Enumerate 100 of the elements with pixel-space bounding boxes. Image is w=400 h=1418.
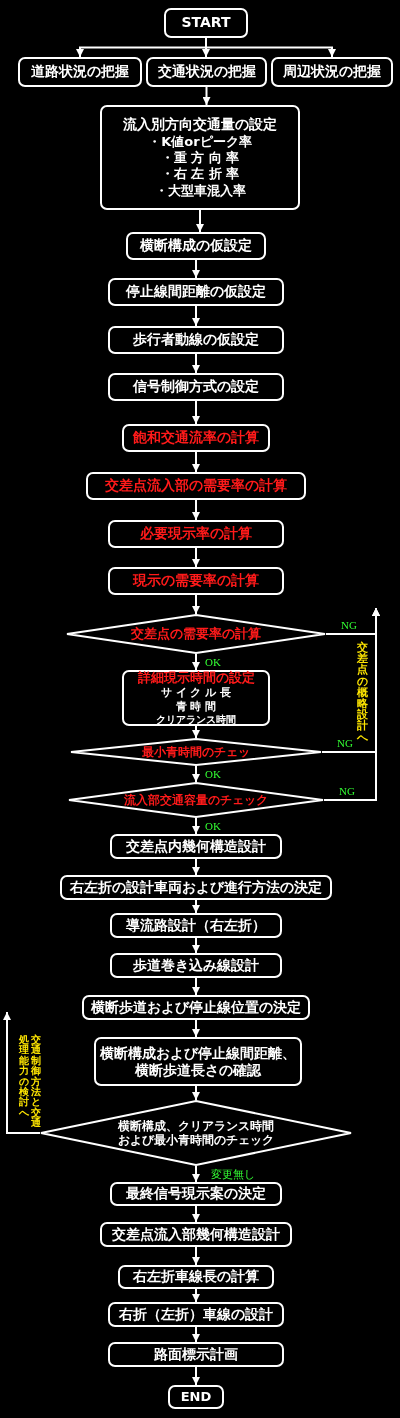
box-title: START (181, 14, 231, 32)
box-title: 交差点流入部幾何構造設計 (112, 1225, 280, 1244)
process-box (86, 472, 306, 500)
process-box (108, 520, 284, 548)
process-box (110, 953, 282, 978)
process-box (100, 1222, 292, 1247)
process-box (110, 913, 282, 938)
arrow (192, 653, 200, 671)
box-title: 右左折の設計車両および進行方法の決定 (70, 878, 322, 897)
box-title: 最小青時間のチェッ (142, 744, 250, 760)
decision-diamond (68, 782, 324, 818)
arrow (323, 607, 380, 801)
arrow (192, 1019, 200, 1038)
arrow (192, 305, 200, 327)
process-box (82, 995, 310, 1020)
box-text: 青 時 間 (175, 699, 217, 714)
process-box (110, 1182, 282, 1206)
box-title: 現示の需要率の計算 (133, 572, 259, 590)
arrow (192, 899, 200, 914)
box-title: 流入部交通容量のチェック (124, 792, 268, 808)
box-title: 横断構成および停止線間距離、横断歩道長さの確認 (99, 1044, 297, 1079)
box-title: 道路状況の把握 (31, 63, 129, 81)
process-box (126, 232, 266, 260)
arrow (3, 1011, 41, 1134)
arrow (192, 353, 200, 374)
box-text: ・大型車混入率 (154, 182, 246, 199)
process-box (100, 105, 300, 210)
edge-label: OK (204, 768, 222, 781)
edge-label: NG (338, 785, 356, 798)
box-title: 最終信号現示案の決定 (126, 1185, 266, 1203)
process-box (94, 1037, 302, 1086)
arrow (192, 725, 200, 739)
decision-diamond (66, 614, 326, 654)
arrow (192, 259, 200, 279)
edge-label: OK (204, 656, 222, 669)
process-box (122, 424, 270, 452)
decision-diamond (70, 738, 322, 766)
arrow (192, 451, 200, 473)
box-title: 交差点の需要率の計算 (131, 625, 261, 643)
box-title: 詳細現示時間の設定 (137, 669, 255, 687)
edge-label: NG (340, 619, 358, 632)
box-title: 導流路設計（右左折） (126, 916, 266, 935)
arrow (192, 1366, 200, 1386)
box-title: 周辺状況の把握 (283, 63, 381, 81)
arrow (192, 937, 200, 954)
box-title: 交差点流入部の需要率の計算 (105, 477, 287, 495)
arrow (192, 1165, 200, 1183)
process-box (146, 57, 267, 87)
arrow (192, 977, 200, 996)
box-text: ・K値orピーク率 (148, 133, 252, 150)
edge-label: NG (336, 737, 354, 750)
arrow (192, 765, 200, 783)
arrow (192, 858, 200, 876)
arrow (192, 1205, 200, 1223)
edge-label: 変更無し (210, 1168, 256, 1181)
arrow (196, 209, 204, 233)
box-title: END (180, 1388, 212, 1406)
box-title: 横断構成、クリアランス時間および最小青時間のチェック (117, 1118, 275, 1148)
process-box (108, 326, 284, 354)
box-title: 飽和交通流率の計算 (133, 429, 259, 447)
process-box (108, 373, 284, 401)
box-text: ・重 方 向 率 (160, 150, 240, 166)
process-box (168, 1385, 224, 1409)
vertical-label: 交差点の概略設計へ (356, 642, 367, 744)
box-title: 必要現示率の計算 (140, 525, 252, 543)
box-title: 歩行者動線の仮設定 (133, 331, 259, 349)
box-title: 右左折車線長の計算 (133, 1268, 259, 1286)
process-box (108, 1342, 284, 1367)
box-title: 交通状況の把握 (157, 63, 256, 81)
arrow (192, 400, 200, 425)
process-box (118, 1265, 274, 1289)
arrow (192, 594, 200, 615)
process-box (110, 834, 282, 859)
decision-diamond (40, 1100, 352, 1166)
box-title: 流入別方向交通量の設定 (123, 116, 277, 134)
process-box (271, 57, 393, 87)
process-box (108, 1302, 284, 1327)
box-text: サ イ ク ル 長 (160, 686, 232, 700)
box-title: 停止線間距離の仮設定 (126, 283, 266, 301)
process-box (108, 278, 284, 306)
edge-label: OK (204, 820, 222, 833)
process-box (18, 57, 142, 87)
arrow (192, 1085, 200, 1101)
process-box (60, 875, 332, 900)
vertical-label: 処理能力の検討へ (18, 1034, 29, 1120)
box-title: 信号制御方式の設定 (133, 378, 259, 396)
box-title: 歩道巻き込み線設計 (133, 956, 259, 975)
arrow (192, 1326, 200, 1343)
arrow (192, 1246, 200, 1266)
box-text: クリアランス時間 (156, 713, 236, 727)
process-box (122, 670, 270, 726)
vertical-label: 交通制御方法と交通 (30, 1034, 41, 1129)
process-box (164, 8, 248, 38)
arrow (192, 547, 200, 568)
box-title: 横断歩道および停止線位置の決定 (91, 998, 301, 1017)
arrow (205, 37, 336, 58)
arrow (202, 86, 211, 106)
process-box (108, 567, 284, 595)
box-title: 右折（左折）車線の設計 (119, 1305, 273, 1324)
arrow (192, 1288, 200, 1303)
